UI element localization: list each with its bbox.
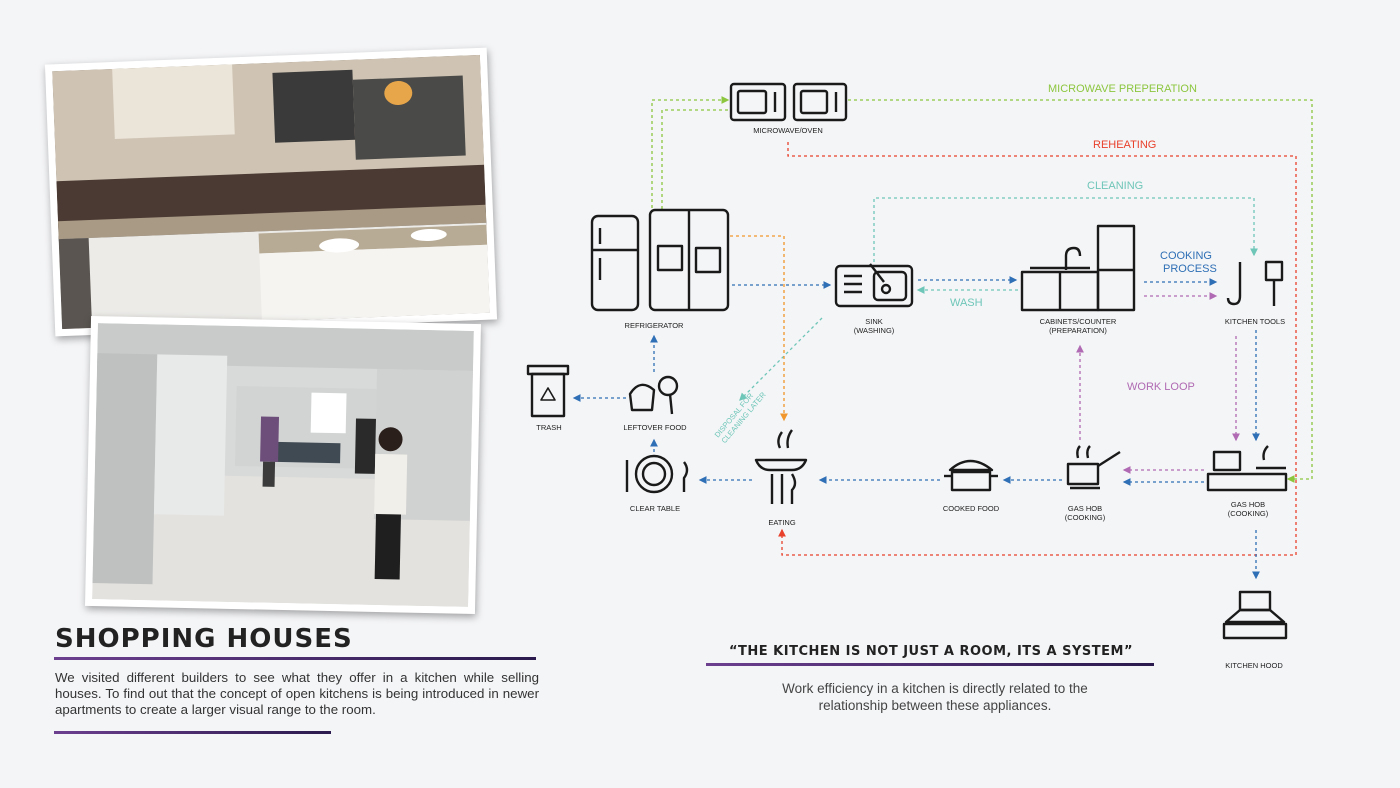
flow-label-microwave-prep: MICROWAVE PREPERATION	[1048, 83, 1197, 95]
label-cooked-food: COOKED FOOD	[943, 504, 1000, 513]
leftover-food-icon	[628, 375, 679, 415]
quote-subtext: Work efficiency in a kitchen is directly…	[740, 680, 1130, 714]
label-sink-1: SINK	[865, 317, 883, 326]
label-kitchen-hood: KITCHEN HOOD	[1225, 661, 1283, 670]
description-text: We visited different builders to see wha…	[55, 670, 539, 717]
page-title: SHOPPING HOUSES	[55, 624, 353, 654]
flow-label-cooking-2: PROCESS	[1163, 263, 1217, 275]
label-sink-2: (WASHING)	[854, 326, 895, 335]
title-underline	[54, 657, 536, 660]
sink-icon	[834, 263, 914, 308]
eat-from-fridge-arrow	[730, 235, 788, 422]
microwave-icon	[729, 82, 848, 122]
microwave-prep-arrow	[848, 99, 1313, 483]
label-microwave: MICROWAVE/OVEN	[753, 126, 823, 135]
trash-icon	[526, 364, 570, 418]
flow-label-wash: WASH	[950, 297, 983, 309]
microwave-prep-arrow	[661, 109, 728, 210]
refrigerator-icon	[590, 208, 730, 312]
disposal-arrow	[739, 317, 823, 401]
subtext-line-1: Work efficiency in a kitchen is directly…	[782, 681, 1088, 696]
label-kitchen-tools: KITCHEN TOOLS	[1225, 317, 1285, 326]
apartment-photo	[85, 315, 481, 615]
cleaning-arrow	[873, 197, 1258, 262]
subtext-line-2: relationship between these appliances.	[818, 698, 1052, 713]
eating-icon	[754, 429, 808, 504]
label-clear-table: CLEAR TABLE	[630, 504, 680, 513]
label-refrigerator: REFRIGERATOR	[625, 321, 684, 330]
gas-hob-icon	[1066, 445, 1121, 490]
cooked-food-icon	[944, 459, 998, 492]
label-eating: EATING	[768, 518, 796, 527]
label-gas-hob-2b: (COOKING)	[1228, 509, 1269, 518]
reheating-arrow	[778, 142, 1297, 556]
kitchen-photo	[44, 47, 498, 337]
flow-label-reheating: REHEATING	[1093, 139, 1156, 151]
label-leftover: LEFTOVER FOOD	[623, 423, 687, 432]
cabinets-icon	[1020, 224, 1136, 312]
gas-hob-stove-icon	[1206, 445, 1288, 492]
label-trash: TRASH	[536, 423, 561, 432]
label-gas-hob-1b: (COOKING)	[1065, 513, 1106, 522]
microwave-prep-arrow	[651, 96, 730, 208]
quote-underline	[706, 663, 1154, 666]
flow-label-cooking-1: COOKING	[1160, 250, 1212, 262]
description-underline	[54, 731, 331, 734]
clear-table-icon	[625, 454, 689, 494]
label-gas-hob-2a: GAS HOB	[1231, 500, 1265, 509]
label-gas-hob-1a: GAS HOB	[1068, 504, 1102, 513]
flow-label-work-loop: WORK LOOP	[1127, 381, 1195, 393]
kitchen-hood-icon	[1222, 590, 1288, 640]
kitchen-tools-icon	[1226, 260, 1284, 306]
label-cabinets-1: CABINETS/COUNTER	[1040, 317, 1117, 326]
label-cabinets-2: (PREPARATION)	[1049, 326, 1107, 335]
flow-label-cleaning: CLEANING	[1087, 180, 1143, 192]
quote-text: “THE KITCHEN IS NOT JUST A ROOM, ITS A S…	[728, 644, 1134, 659]
